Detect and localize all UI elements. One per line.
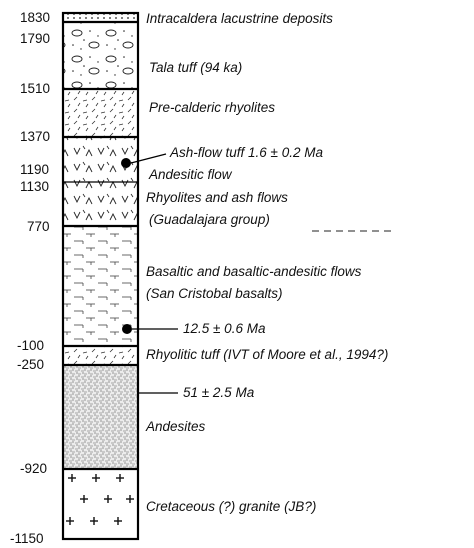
depth-label: -920 [20, 461, 48, 476]
depth-label: 1130 [20, 179, 50, 194]
unit-label-rhyolitic-tuff: Rhyolitic tuff (IVT of Moore et al., 199… [146, 347, 389, 362]
depth-label: -1150 [10, 531, 44, 546]
unit-label-granite: Cretaceous (?) granite (JB?) [146, 499, 317, 514]
unit-label-tala-tuff: Tala tuff (94 ka) [149, 60, 243, 75]
date-marker-ash-flow-tuff [121, 153, 167, 168]
depth-label: 1370 [20, 129, 51, 144]
unit-label-rhyolites-ash-flows: Rhyolites and ash flows [146, 190, 288, 205]
unit-label-andesitic-flow: Andesitic flow [149, 167, 232, 182]
layer-lacustrine [63, 13, 138, 22]
age-label-basalts: 12.5 ± 0.6 Ma [183, 321, 266, 336]
age-label-andesites: 51 ± 2.5 Ma [183, 385, 255, 400]
layer-rhyolites-ash-flows [63, 182, 138, 226]
layer-rhyolitic-tuff [63, 346, 138, 365]
depth-label: -250 [17, 357, 45, 372]
unit-label-ash-flow-tuff: Ash-flow tuff 1.6 ± 0.2 Ma [170, 145, 323, 160]
depth-label: 1830 [20, 10, 51, 25]
layer-pre-calderic-rhyolites [63, 89, 138, 137]
depth-label: 770 [27, 219, 50, 234]
granite-crosses [66, 474, 134, 525]
unit-label-basaltic-flows: Basaltic and basaltic-andesitic flows [146, 264, 362, 279]
layer-tala-tuff [63, 22, 138, 89]
column-outline [61, 11, 140, 541]
depth-label: 1510 [20, 81, 51, 96]
unit-label-lacustrine: Intracaldera lacustrine deposits [146, 11, 333, 26]
unit-label-andesites: Andesites [146, 419, 206, 434]
layer-andesites [63, 365, 138, 469]
unit-label-guadalajara-group: (Guadalajara group) [149, 212, 270, 227]
date-marker-basalts [122, 324, 178, 334]
layer-granite [63, 469, 138, 539]
depth-label: -100 [17, 338, 45, 353]
depth-label: 1190 [20, 162, 50, 177]
layer-boundaries [63, 20, 138, 471]
unit-label-san-cristobal-basalts: (San Cristobal basalts) [146, 286, 283, 301]
unit-label-pre-calderic-rhyolites: Pre-calderic rhyolites [149, 100, 276, 115]
depth-label: 1790 [20, 31, 51, 46]
